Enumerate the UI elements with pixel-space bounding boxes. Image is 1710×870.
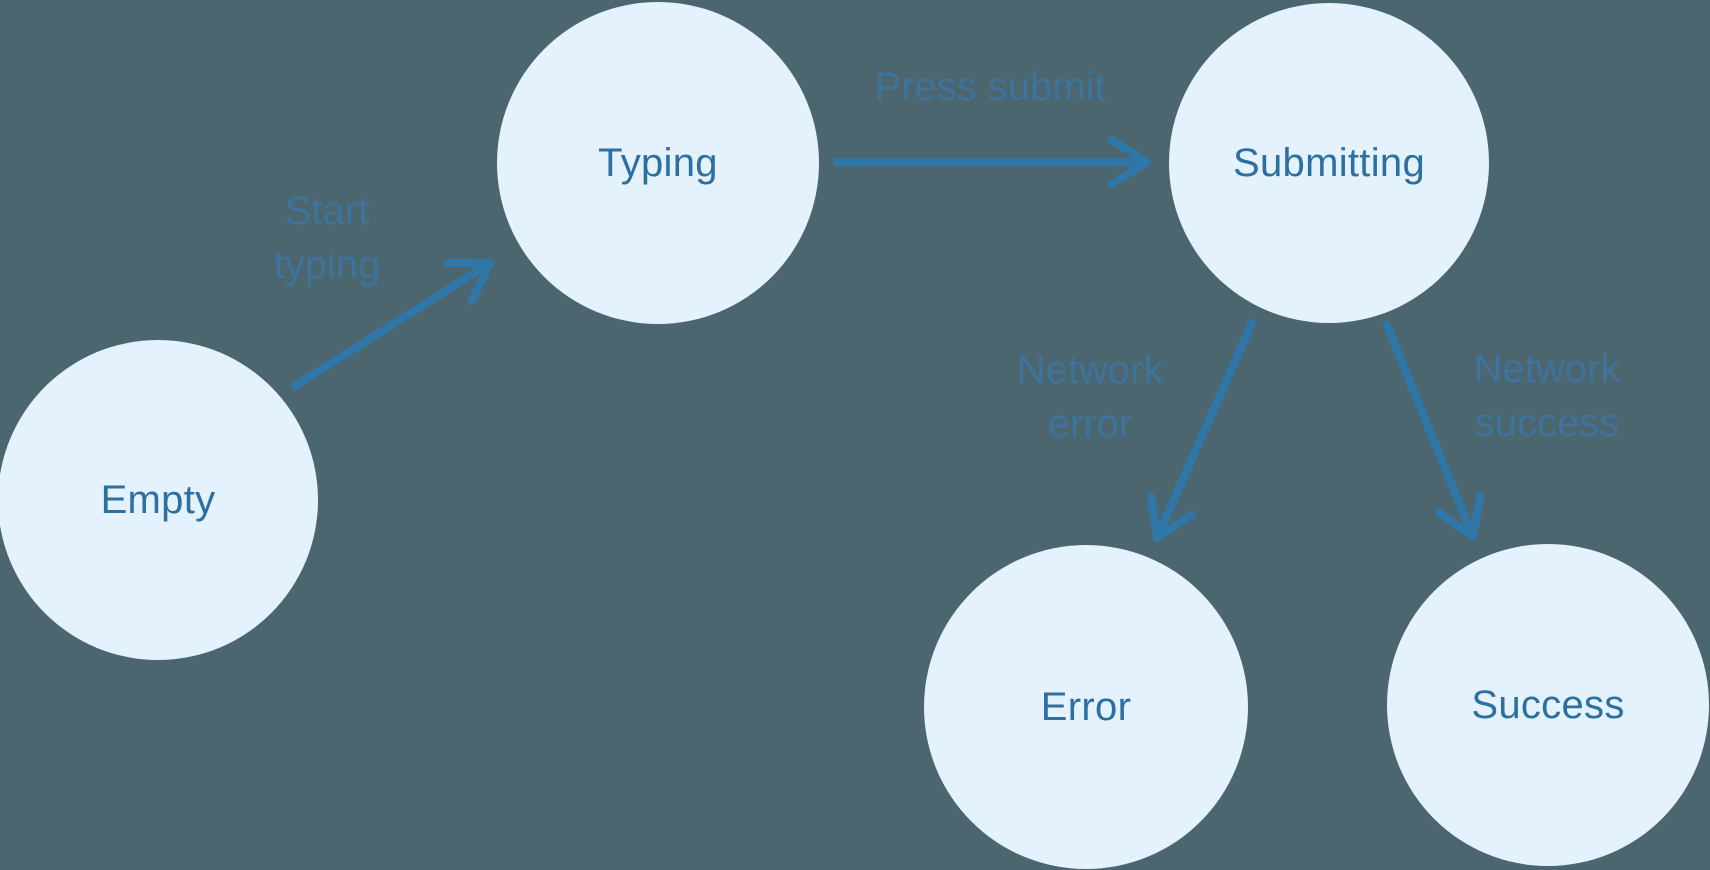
- edge-label-line: Network: [1016, 348, 1164, 392]
- edge-label-press-submit: Press submit: [874, 60, 1105, 114]
- edge-arrow-start-typing: [291, 259, 494, 390]
- state-node-submitting: Submitting: [1169, 3, 1489, 323]
- edge-label-line: success: [1474, 401, 1620, 445]
- edge-label-line: typing: [273, 243, 381, 287]
- edge-arrow-network-success: [1383, 321, 1485, 541]
- edge-label-start-typing: Start typing: [274, 184, 381, 292]
- state-node-label: Submitting: [1233, 140, 1425, 185]
- state-node-label: Success: [1471, 682, 1625, 727]
- edge-arrow-press-submit: [833, 135, 1151, 189]
- state-node-label: Typing: [598, 140, 718, 185]
- state-node-label: Empty: [100, 477, 216, 522]
- edge-arrow-network-error: [1147, 319, 1256, 542]
- edge-label-network-success: Network success: [1474, 342, 1621, 450]
- edge-label-line: error: [1047, 402, 1133, 446]
- edge-label-line: Start: [284, 189, 370, 233]
- state-node-success: Success: [1387, 544, 1709, 866]
- state-node-label: Error: [1040, 684, 1132, 729]
- state-node-error: Error: [924, 545, 1248, 869]
- state-node-typing: Typing: [497, 2, 819, 324]
- edge-label-line: Press submit: [874, 65, 1106, 109]
- edge-label-network-error: Network error: [1017, 343, 1164, 451]
- edge-label-line: Network: [1473, 347, 1621, 391]
- state-node-empty: Empty: [0, 340, 318, 660]
